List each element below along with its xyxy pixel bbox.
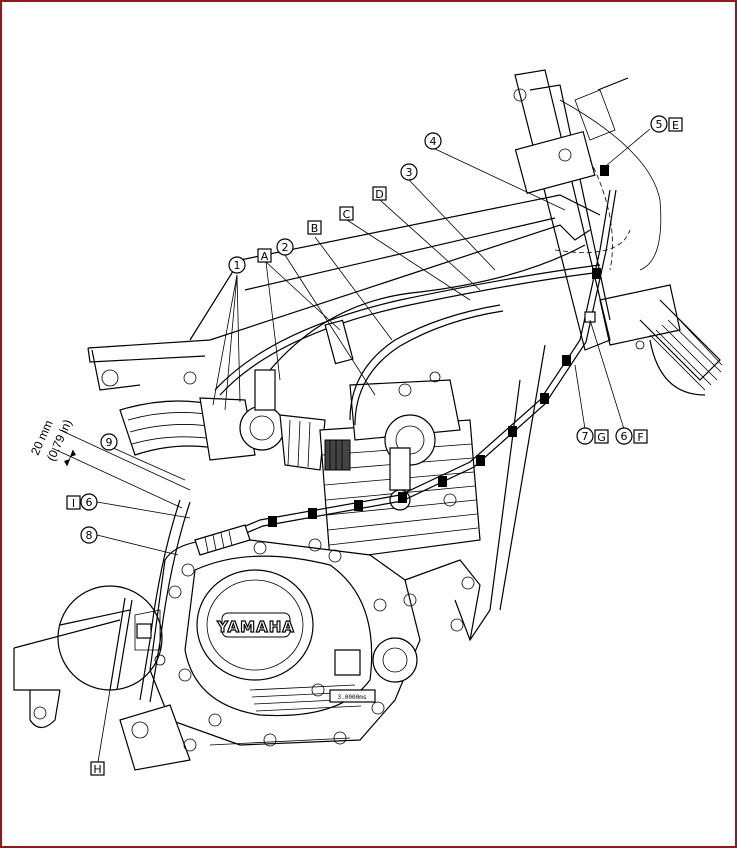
detail-circle xyxy=(57,585,163,691)
svg-text:7: 7 xyxy=(582,430,589,443)
numbered-callouts: 1 2 3 4 5 6 6 7 xyxy=(80,115,668,544)
svg-text:G: G xyxy=(597,431,606,444)
callout-1: 1 xyxy=(228,256,246,274)
callout-7: 7 xyxy=(576,427,594,445)
callout-H: H xyxy=(90,761,105,776)
callout-F: F xyxy=(633,429,648,444)
engine-logo: YAMAHA xyxy=(216,618,295,636)
cables xyxy=(139,99,662,703)
svg-text:B: B xyxy=(311,222,319,235)
callout-C: C xyxy=(339,206,354,221)
intake-boot xyxy=(119,369,326,471)
svg-text:C: C xyxy=(343,208,351,221)
svg-text:6: 6 xyxy=(621,430,628,443)
crankcase: YAMAHA 3.0000ms xyxy=(119,538,421,771)
callout-8: 8 xyxy=(80,526,98,544)
callout-A: A xyxy=(257,248,272,263)
svg-text:4: 4 xyxy=(430,135,437,148)
svg-text:8: 8 xyxy=(86,529,93,542)
frame-outline xyxy=(13,194,601,729)
steering-head xyxy=(513,69,723,396)
svg-text:3: 3 xyxy=(406,166,413,179)
cylinder xyxy=(319,371,481,561)
svg-text:9: 9 xyxy=(106,436,113,449)
svg-text:1: 1 xyxy=(234,259,241,272)
svg-text:F: F xyxy=(637,431,643,444)
svg-text:A: A xyxy=(261,250,269,263)
svg-text:5: 5 xyxy=(656,118,663,131)
svg-text:E: E xyxy=(672,119,679,132)
callout-5: 5 xyxy=(650,115,668,133)
svg-text:6: 6 xyxy=(86,496,93,509)
callout-2: 2 xyxy=(276,238,294,256)
callout-G: G xyxy=(594,429,609,444)
cable-clamps xyxy=(268,165,609,527)
svg-text:I: I xyxy=(72,497,75,510)
svg-text:2: 2 xyxy=(282,241,289,254)
leader-lines xyxy=(96,128,651,763)
callout-6-left: 6 xyxy=(80,493,98,511)
callout-D: D xyxy=(372,186,387,201)
callout-E: E xyxy=(668,117,683,132)
letter-callouts: A B C D E F G H xyxy=(66,117,683,776)
svg-text:H: H xyxy=(93,763,101,776)
callout-9: 9 xyxy=(100,433,118,451)
callout-3: 3 xyxy=(400,163,418,181)
callout-I: I xyxy=(66,495,81,510)
callout-6-right: 6 xyxy=(615,427,633,445)
callout-B: B xyxy=(307,220,322,235)
callout-4: 4 xyxy=(424,132,442,150)
svg-text:D: D xyxy=(375,188,383,201)
stamp-text: 3.0000ms xyxy=(338,694,367,701)
